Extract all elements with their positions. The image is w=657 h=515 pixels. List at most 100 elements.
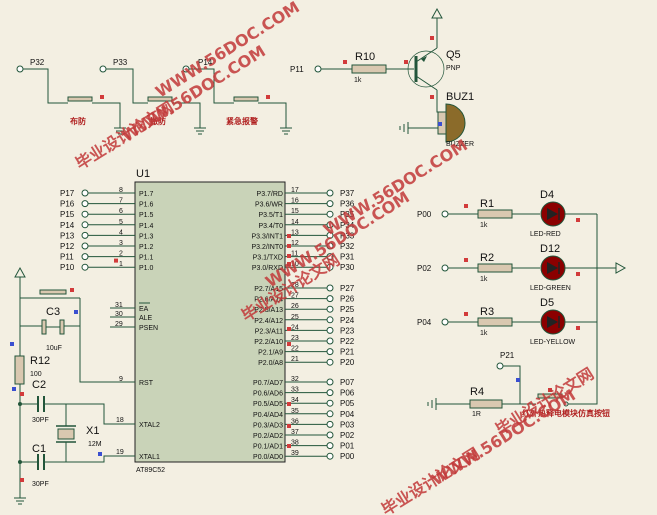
pin-number: 27 <box>291 293 299 300</box>
led-net: P04 <box>417 318 432 327</box>
pin-name: P2.2/A10 <box>254 339 283 346</box>
net-terminal <box>326 316 334 324</box>
pin-number: 24 <box>291 324 299 331</box>
resistor-r12 <box>14 355 25 385</box>
pin-name: P2.7/A15 <box>254 286 283 293</box>
net-terminal <box>326 348 334 356</box>
pin-number: 8 <box>119 187 123 194</box>
pin-name: P3.5/T1 <box>258 212 283 219</box>
c3-value: 10uF <box>46 345 62 352</box>
net-terminal <box>326 420 334 428</box>
watermark: WWW.56DOC.COM <box>152 0 303 101</box>
led-common-rail <box>596 214 627 322</box>
sensor-circuit: P21 R4 1R 红外热释电模块仿真按钮 <box>427 322 610 418</box>
pin-number: 2 <box>119 251 123 258</box>
pin-net-label: P35 <box>340 210 355 219</box>
pin-number: 6 <box>119 208 123 215</box>
net-terminal <box>326 305 334 313</box>
capacitor-c2 <box>37 396 45 412</box>
mcu-u1: U1 AT89C52 <box>134 168 286 474</box>
pin-net-label: P21 <box>340 348 355 357</box>
pin-number: 17 <box>291 187 299 194</box>
pin-name: P1.4 <box>139 223 154 230</box>
pin-number: 13 <box>291 229 299 236</box>
pin-net-label: P24 <box>340 316 355 325</box>
pin-net-label: P25 <box>340 305 355 314</box>
pin-probe <box>287 234 291 238</box>
pin-name: P0.0/AD0 <box>253 454 283 461</box>
pin-net-label: P34 <box>340 221 355 230</box>
pin-number: 28 <box>291 282 299 289</box>
net-terminal <box>441 210 449 218</box>
pin-number: 23 <box>291 335 299 342</box>
c2-value: 30PF <box>32 417 49 424</box>
crystal-x1 <box>56 404 76 462</box>
button-net-label: P32 <box>30 58 45 67</box>
pin-name: P3.3/INT1 <box>251 233 283 240</box>
pin-probe <box>287 424 291 428</box>
pin-number: 7 <box>119 198 123 205</box>
pin-name: P2.4/A12 <box>254 318 283 325</box>
pin-name: P2.1/A9 <box>258 350 283 357</box>
pin-number: 35 <box>291 408 299 415</box>
sensor-label: 红外热释电模块仿真按钮 <box>522 408 610 418</box>
push-button-disarm[interactable]: P33 撤防 <box>99 58 206 135</box>
sensor-simulation-button[interactable] <box>537 388 569 407</box>
pin-number: 33 <box>291 387 299 394</box>
r10-value: 1k <box>354 77 362 84</box>
resistor <box>477 209 513 219</box>
r4-ref: R4 <box>470 386 484 398</box>
pin-net-label: P16 <box>60 200 75 209</box>
pin-net-label: P26 <box>340 295 355 304</box>
pin-number: 11 <box>291 251 298 258</box>
pin-net-label: P22 <box>340 337 355 346</box>
c3-ref: C3 <box>46 306 60 318</box>
pin-name: P2.0/A8 <box>258 360 283 367</box>
net-terminal <box>326 378 334 386</box>
pin-net-label: P20 <box>340 358 355 367</box>
net-terminal <box>326 189 334 197</box>
pin-name: P3.6/WR <box>255 202 283 209</box>
pin-net-label: P04 <box>340 410 355 419</box>
pin-net-label: P27 <box>340 284 355 293</box>
pin-name: P0.3/AD3 <box>253 422 283 429</box>
net-terminal <box>326 295 334 303</box>
pin-number: 12 <box>291 240 299 247</box>
reset-button[interactable] <box>39 288 80 299</box>
pin-name: P1.5 <box>139 212 154 219</box>
sensor-net: P21 <box>500 351 515 360</box>
resistor-r10 <box>351 64 387 74</box>
led-label: LED-YELLOW <box>530 339 576 346</box>
pin-net-label: P36 <box>340 200 355 209</box>
capacitor-c3 <box>41 319 65 335</box>
net-terminal <box>81 263 89 271</box>
pin-name: P2.6/A14 <box>254 297 283 304</box>
pin-name: P1.3 <box>139 233 154 240</box>
pin-number: 36 <box>291 418 299 425</box>
net-terminal <box>81 189 89 197</box>
pin-number: 5 <box>119 219 123 226</box>
pin-net-label: P14 <box>60 221 75 230</box>
pin-name: P0.5/AD5 <box>253 401 283 408</box>
button-net-label: P14 <box>198 58 213 67</box>
push-button-arm[interactable]: P32 布防 <box>16 58 126 135</box>
push-button-emergency[interactable]: P14 紧急报警 <box>182 58 292 135</box>
resistor <box>477 317 513 327</box>
pin-number: 10 <box>291 261 299 268</box>
pin-net-label: P03 <box>340 420 355 429</box>
net-terminal <box>81 210 89 218</box>
button-label: 撤防 <box>150 116 166 126</box>
pin-number: 22 <box>291 346 299 353</box>
pin-number: 38 <box>291 440 299 447</box>
buzzer-circuit: P11 R10 1k Q5 PNP BUZ1 BUZZER <box>290 7 474 148</box>
resistor-ref: R3 <box>480 306 494 318</box>
net-terminal <box>326 358 334 366</box>
pin-probe <box>464 258 468 262</box>
pin-net-label: P32 <box>340 242 355 251</box>
pin-name: PSEN <box>139 325 158 332</box>
pin-number: 1 <box>119 261 123 268</box>
button-group: P32 布防 P33 撤防 P14 <box>16 58 292 135</box>
pin-net-label: P23 <box>340 326 355 335</box>
pin-number: 25 <box>291 314 299 321</box>
